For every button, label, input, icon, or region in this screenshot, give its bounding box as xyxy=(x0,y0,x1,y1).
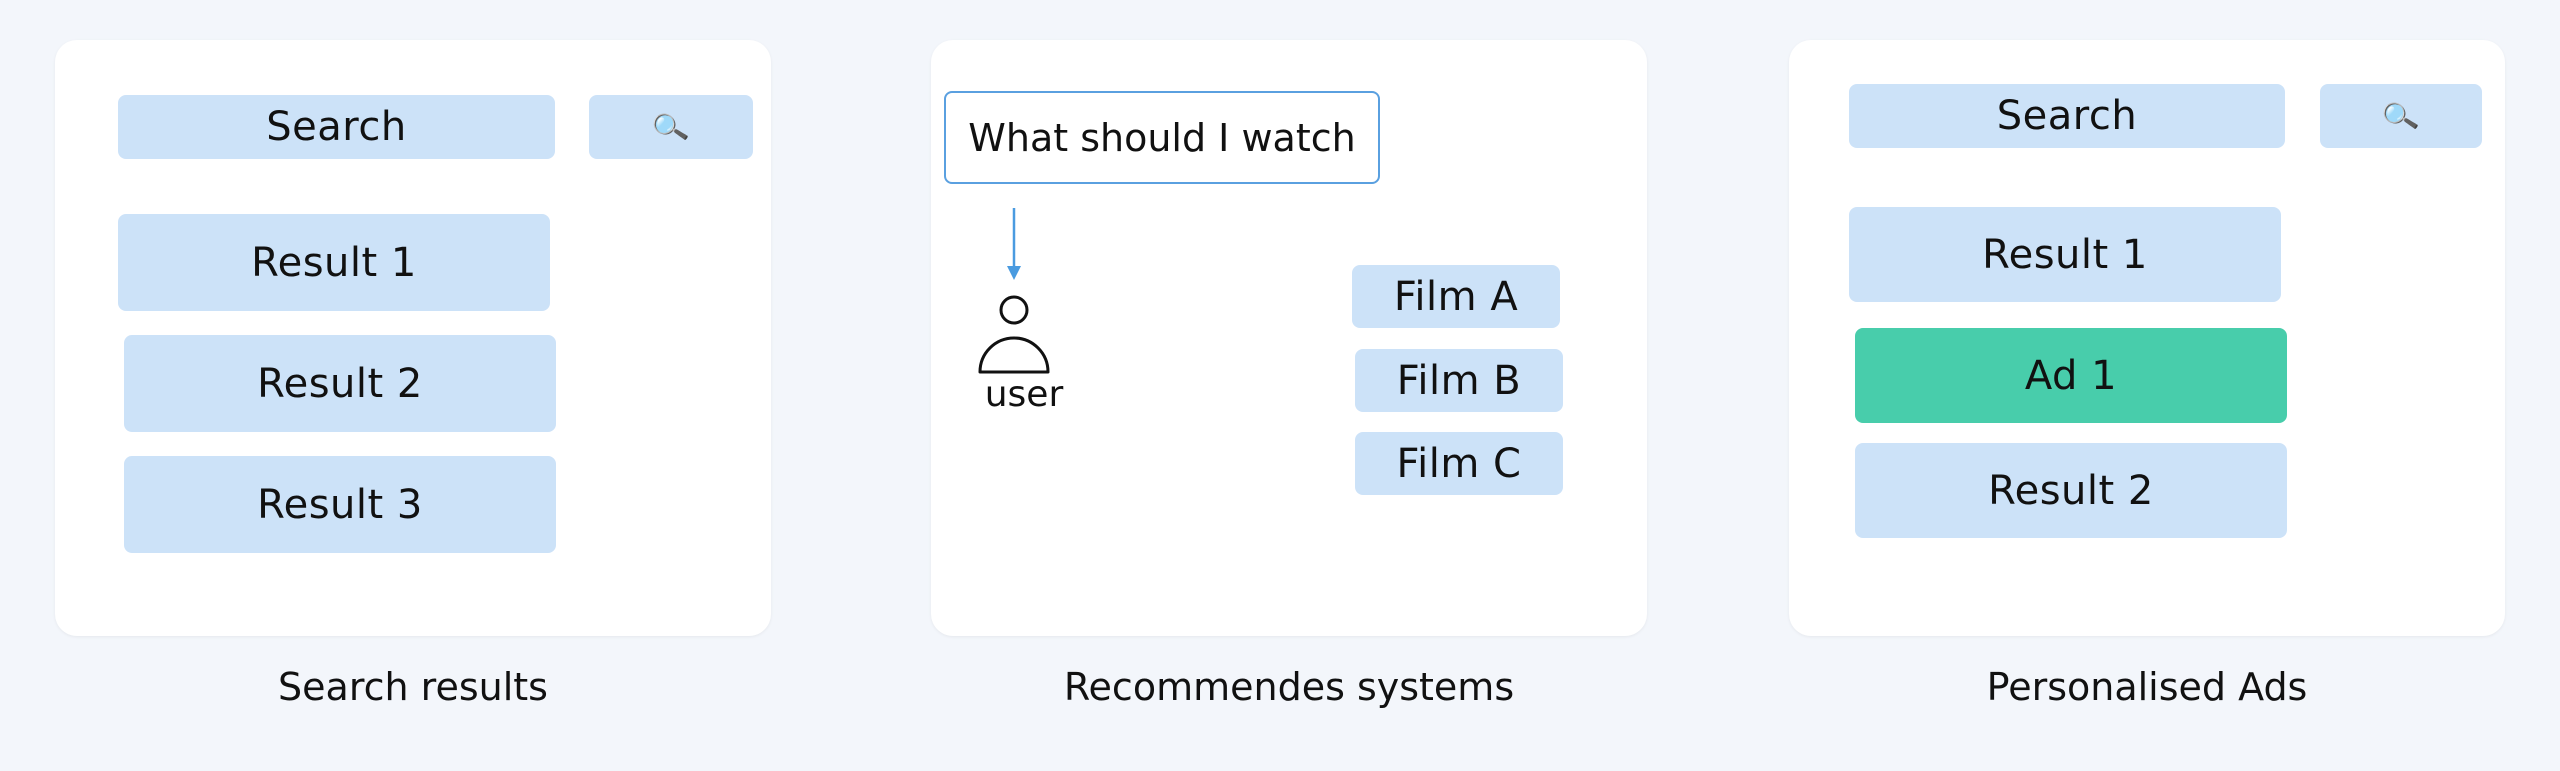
film-label: Film C xyxy=(1396,440,1522,487)
recommender-panel: What should I watch user Film A Film B F… xyxy=(931,40,1647,636)
result-label: Result 2 xyxy=(1988,467,2154,514)
search-bar[interactable]: Search xyxy=(118,95,555,159)
ad-item-1[interactable]: Ad 1 xyxy=(1855,328,2287,423)
result-item-1[interactable]: Result 1 xyxy=(118,214,550,311)
query-bubble: What should I watch xyxy=(944,91,1380,184)
ad-label: Ad 1 xyxy=(2024,352,2118,399)
result-item-1[interactable]: Result 1 xyxy=(1849,207,2281,302)
film-item-c[interactable]: Film C xyxy=(1355,432,1563,495)
query-text: What should I watch xyxy=(968,115,1356,160)
user-icon xyxy=(978,295,1050,374)
caption-recommender: Recommendes systems xyxy=(1063,665,1515,709)
film-item-b[interactable]: Film B xyxy=(1355,349,1563,412)
search-bar-label: Search xyxy=(1996,93,2138,139)
search-button[interactable]: 🔍 xyxy=(589,95,753,159)
result-item-3[interactable]: Result 3 xyxy=(124,456,556,553)
result-label: Result 1 xyxy=(251,239,417,286)
result-label: Result 1 xyxy=(1982,231,2148,278)
search-button[interactable]: 🔍 xyxy=(2320,84,2482,148)
result-label: Result 3 xyxy=(257,481,423,528)
result-item-2[interactable]: Result 2 xyxy=(124,335,556,432)
film-label: Film A xyxy=(1393,273,1519,320)
personalised-ads-panel: Search 🔍 Result 1 Ad 1 Result 2 xyxy=(1789,40,2505,636)
result-item-2[interactable]: Result 2 xyxy=(1855,443,2287,538)
arrow-and-user-graphic xyxy=(978,208,1050,374)
caption-search-results: Search results xyxy=(278,665,548,709)
search-bar[interactable]: Search xyxy=(1849,84,2285,148)
search-results-panel: Search 🔍 Result 1 Result 2 Result 3 xyxy=(55,40,771,636)
user-label: user xyxy=(984,374,1064,415)
down-arrow-head xyxy=(1007,266,1021,280)
magnifier-icon: 🔍 xyxy=(650,107,692,147)
film-item-a[interactable]: Film A xyxy=(1352,265,1560,328)
caption-personalised-ads: Personalised Ads xyxy=(1986,665,2308,709)
magnifier-icon: 🔍 xyxy=(2380,96,2422,136)
result-label: Result 2 xyxy=(257,360,423,407)
film-label: Film B xyxy=(1396,357,1522,404)
search-bar-label: Search xyxy=(266,104,407,150)
